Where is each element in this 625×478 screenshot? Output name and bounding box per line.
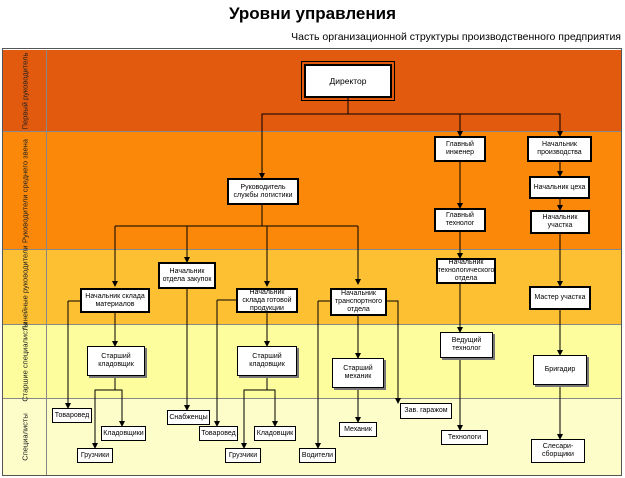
node-senior-keeper-2: Старший кладовщик	[237, 346, 297, 376]
node-senior-keeper-1: Старший кладовщик	[87, 346, 145, 376]
node-keepers-2: Кладовщик	[254, 426, 296, 441]
link-transport-garage	[387, 300, 401, 404]
node-transport-head: Начальник транспортного отдела	[330, 288, 387, 316]
level-label-3: Линейные руководители	[3, 245, 47, 330]
node-logistics-head: Руководитель службы логистики	[227, 178, 299, 205]
node-keepers-1: Кладовщики	[101, 426, 146, 441]
node-production-head: Начальник производства	[527, 136, 592, 162]
diagram-subtitle: Часть организационной структуры производ…	[291, 31, 621, 43]
diagram-title: Уровни управления	[228, 4, 397, 23]
node-merchandiser-1: Товаровед	[52, 408, 92, 423]
node-purchasing-head: Начальник отдела закупок	[158, 262, 216, 289]
link-director-logistics	[259, 98, 349, 179]
link-senior2-keepers	[266, 376, 278, 427]
level-label-2: Руководители среднего звена	[3, 132, 47, 250]
node-chief-technologist: Главный технолог	[434, 208, 486, 232]
node-materials-wh-head: Начальник склада материалов	[80, 288, 150, 313]
node-loaders-1: Грузчики	[77, 448, 113, 463]
link-senior-keepers	[114, 376, 125, 427]
level-label-4: Старшие специалисты	[3, 322, 47, 402]
node-loaders-2: Грузчики	[225, 448, 261, 463]
node-suppliers: Снабженцы	[167, 410, 210, 425]
node-mechanic: Механик	[339, 422, 377, 437]
link-senior-loaders	[92, 389, 115, 449]
node-director: Директор	[301, 61, 395, 101]
node-drivers: Водители	[299, 448, 336, 463]
level-label-5: Специалисты	[3, 399, 47, 475]
node-technologists: Технологи	[441, 430, 488, 445]
node-shop-head: Начальник цеха	[529, 176, 590, 199]
node-fitters: Слесари-сборщики	[531, 439, 585, 463]
node-section-master: Мастер участка	[529, 286, 591, 310]
diagram-frame	[2, 48, 622, 476]
level-label-1: Первый руководитель	[3, 50, 47, 132]
node-merchandiser-2: Товаровед	[199, 426, 238, 441]
link-senior2-loaders	[241, 389, 267, 449]
node-foreman: Бригадир	[533, 355, 587, 385]
node-senior-mechanic: Старший механик	[332, 358, 384, 388]
node-tech-dept-head: Начальник технологического отдела	[436, 258, 496, 284]
node-garage-head: Зав. гаражом	[400, 403, 452, 419]
node-section-head: Начальник участка	[530, 210, 590, 234]
link-director-chief-engineer	[348, 113, 463, 137]
level-band-2	[3, 132, 621, 250]
node-lead-technologist: Ведущий технолог	[440, 332, 493, 358]
node-chief-engineer: Главный инженер	[434, 136, 486, 162]
node-finished-wh-head: Начальник склада готовой продукции	[236, 288, 298, 313]
link-director-production	[460, 113, 563, 137]
